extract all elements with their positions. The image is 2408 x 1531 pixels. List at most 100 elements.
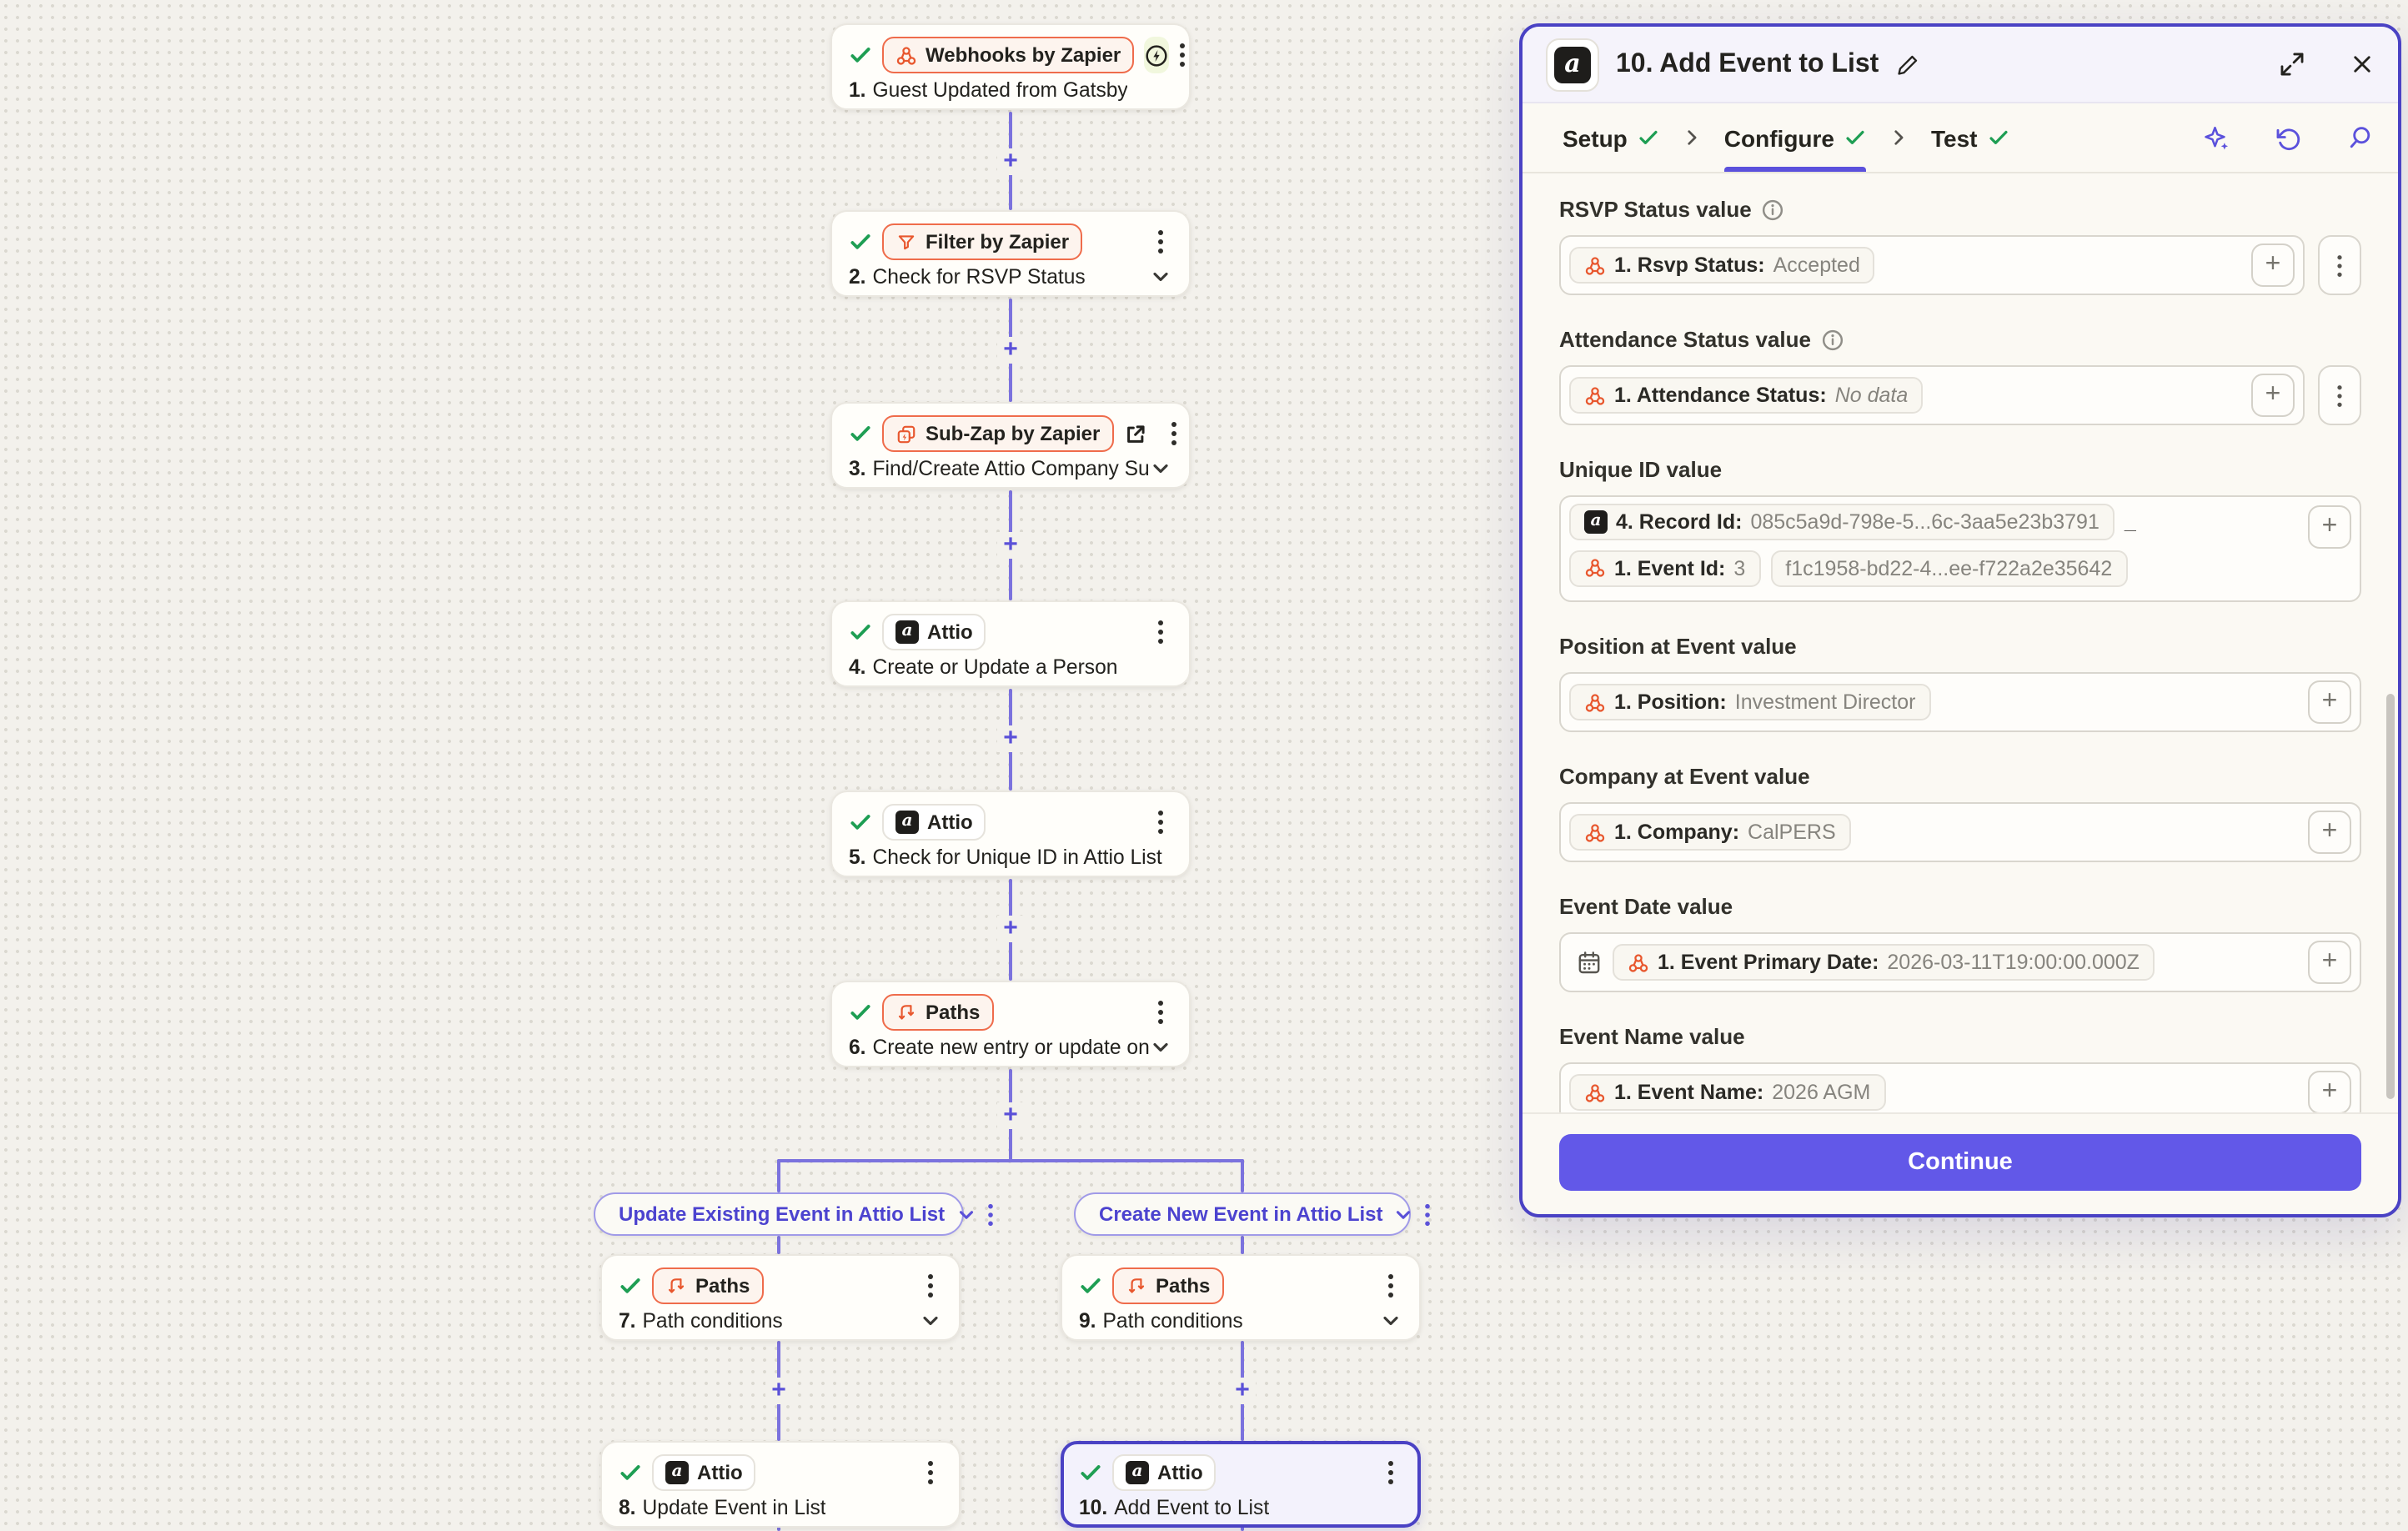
step-node-3[interactable]: Sub-Zap by Zapier 3. Find/Create Attio C… <box>830 402 1191 489</box>
step-menu-kebab-icon[interactable] <box>1379 1271 1402 1301</box>
connector-line <box>1241 1236 1244 1254</box>
chevron-down-icon[interactable] <box>1379 1309 1402 1333</box>
step-number: 8. <box>619 1496 636 1519</box>
mapped-field-chip[interactable]: a 4. Record Id:085c5a9d-798e-5...6c-3aa5… <box>1569 504 2115 540</box>
step-menu-kebab-icon[interactable] <box>1379 1458 1402 1488</box>
tab-test[interactable]: Test <box>1931 103 2009 172</box>
ai-sparkle-icon[interactable] <box>2201 123 2231 153</box>
company-field[interactable]: 1. Company:CalPERS + <box>1559 802 2361 862</box>
branch-menu-kebab-icon[interactable] <box>986 1202 993 1227</box>
step-node-8[interactable]: a Attio 8. Update Event in List <box>600 1441 961 1528</box>
mapped-field-chip[interactable]: 1. Company:CalPERS <box>1569 814 1851 851</box>
continue-button[interactable]: Continue <box>1559 1134 2361 1191</box>
chevron-down-icon[interactable] <box>1393 1203 1415 1225</box>
app-pill-paths: Paths <box>882 994 994 1031</box>
info-icon[interactable] <box>1821 328 1844 351</box>
tab-label: Test <box>1931 124 1978 151</box>
event-name-field[interactable]: 1. Event Name:2026 AGM + <box>1559 1062 2361 1112</box>
mapped-field-chip[interactable]: 1. Rsvp Status:Accepted <box>1569 247 1875 284</box>
insert-data-plus-button[interactable]: + <box>2308 680 2351 724</box>
path-branch-pill-create-new[interactable]: Create New Event in Attio List <box>1074 1192 1431 1236</box>
field-options-kebab-button[interactable] <box>2318 235 2361 295</box>
field-options-kebab-button[interactable] <box>2318 365 2361 425</box>
attio-logo-icon: a <box>1126 1461 1149 1484</box>
mapped-field-chip[interactable]: 1. Event Name:2026 AGM <box>1569 1074 1886 1111</box>
step-node-5[interactable]: a Attio 5. Check for Unique ID in Attio … <box>830 791 1191 877</box>
attio-logo-icon: a <box>895 620 919 644</box>
field-label-rsvp-status: RSVP Status value <box>1559 197 2361 222</box>
insert-data-plus-button[interactable]: + <box>2308 811 2351 854</box>
step-menu-kebab-icon[interactable] <box>1149 997 1172 1027</box>
step-node-6[interactable]: Paths 6. Create new entry or update one? <box>830 981 1191 1067</box>
webhook-icon <box>1585 386 1605 404</box>
step-title: Add Event to List <box>1114 1496 1270 1519</box>
add-step-button[interactable]: + <box>997 916 1024 942</box>
step-success-check-icon <box>849 230 872 253</box>
open-subzap-external-icon[interactable] <box>1123 419 1146 449</box>
refresh-undo-icon[interactable] <box>2273 123 2303 153</box>
app-pill-label: Paths <box>1156 1274 1211 1298</box>
mapped-field-chip[interactable]: 1. Attendance Status:No data <box>1569 377 1924 414</box>
step-menu-kebab-icon[interactable] <box>1179 40 1186 70</box>
calendar-icon[interactable] <box>1576 949 1603 976</box>
chevron-down-icon[interactable] <box>1149 265 1172 289</box>
insert-data-plus-button[interactable]: + <box>2308 505 2351 549</box>
info-icon[interactable] <box>1762 198 1785 221</box>
panel-body[interactable]: RSVP Status value 1. Rsvp Status:Accepte… <box>1523 173 2398 1112</box>
step-success-check-icon <box>619 1461 642 1484</box>
tab-setup[interactable]: Setup <box>1563 103 1659 172</box>
step-menu-kebab-icon[interactable] <box>1149 227 1172 257</box>
close-panel-icon[interactable] <box>2350 52 2375 77</box>
add-step-button[interactable]: + <box>1229 1378 1256 1404</box>
attio-logo-icon: a <box>665 1461 689 1484</box>
add-step-button[interactable]: + <box>997 1102 1024 1129</box>
position-field[interactable]: 1. Position:Investment Director + <box>1559 672 2361 732</box>
add-step-button[interactable]: + <box>765 1378 792 1404</box>
path-branch-pill-update-existing[interactable]: Update Existing Event in Attio List <box>594 1192 992 1236</box>
rsvp-status-field[interactable]: 1. Rsvp Status:Accepted + <box>1559 235 2305 295</box>
mapped-field-chip[interactable]: 1. Event Primary Date:2026-03-11T19:00:0… <box>1613 944 2155 981</box>
expand-panel-icon[interactable] <box>2278 50 2306 78</box>
insert-data-plus-button[interactable]: + <box>2251 374 2295 417</box>
filter-funnel-icon <box>898 234 915 249</box>
edit-title-pencil-icon[interactable] <box>1895 52 1920 77</box>
step-node-1-trigger[interactable]: Webhooks by Zapier 1. Guest Updated from… <box>830 23 1191 110</box>
mapped-field-chip-continued[interactable]: f1c1958-bd22-4...ee-f722a2e35642 <box>1770 550 2128 587</box>
chevron-down-icon[interactable] <box>1149 457 1172 480</box>
step-node-7[interactable]: Paths 7. Path conditions <box>600 1254 961 1341</box>
tab-complete-check-icon <box>1846 130 1864 144</box>
tab-configure-active[interactable]: Configure <box>1723 103 1867 172</box>
add-step-button[interactable]: + <box>997 532 1024 559</box>
step-menu-kebab-icon[interactable] <box>919 1458 942 1488</box>
panel-scrollbar-thumb[interactable] <box>2386 694 2395 1099</box>
attendance-status-field[interactable]: 1. Attendance Status:No data + <box>1559 365 2305 425</box>
search-icon[interactable] <box>2345 123 2375 153</box>
step-number: 3. <box>849 457 866 480</box>
mapped-field-chip[interactable]: 1. Event Id:3 <box>1569 550 1761 586</box>
mapped-field-chip[interactable]: 1. Position:Investment Director <box>1569 684 1931 720</box>
event-date-field[interactable]: 1. Event Primary Date:2026-03-11T19:00:0… <box>1559 932 2361 992</box>
add-step-button[interactable]: + <box>997 337 1024 364</box>
tab-complete-check-icon <box>1989 130 2008 144</box>
step-menu-kebab-icon[interactable] <box>1149 807 1172 837</box>
step-node-4[interactable]: a Attio 4. Create or Update a Person <box>830 600 1191 687</box>
add-step-button[interactable]: + <box>997 725 1024 752</box>
chevron-down-icon[interactable] <box>955 1203 976 1225</box>
chevron-down-icon[interactable] <box>1149 1036 1172 1059</box>
step-node-2[interactable]: Filter by Zapier 2. Check for RSVP Statu… <box>830 210 1191 297</box>
branch-menu-kebab-icon[interactable] <box>1425 1202 1432 1227</box>
step-node-10-selected[interactable]: a Attio 10. Add Event to List <box>1061 1441 1421 1528</box>
insert-data-plus-button[interactable]: + <box>2251 243 2295 287</box>
step-menu-kebab-icon[interactable] <box>1170 419 1176 449</box>
step-menu-kebab-icon[interactable] <box>919 1271 942 1301</box>
add-step-button[interactable]: + <box>997 148 1024 175</box>
insert-data-plus-button[interactable]: + <box>2308 941 2351 984</box>
step-menu-kebab-icon[interactable] <box>1149 617 1172 647</box>
step-node-9[interactable]: Paths 9. Path conditions <box>1061 1254 1421 1341</box>
chevron-down-icon[interactable] <box>919 1309 942 1333</box>
unique-id-field[interactable]: a 4. Record Id:085c5a9d-798e-5...6c-3aa5… <box>1559 495 2361 602</box>
step-title: Create new entry or update one? <box>872 1036 1149 1059</box>
app-pill-attio: a Attio <box>652 1454 756 1491</box>
paths-split-icon <box>898 1004 915 1019</box>
insert-data-plus-button[interactable]: + <box>2308 1071 2351 1112</box>
